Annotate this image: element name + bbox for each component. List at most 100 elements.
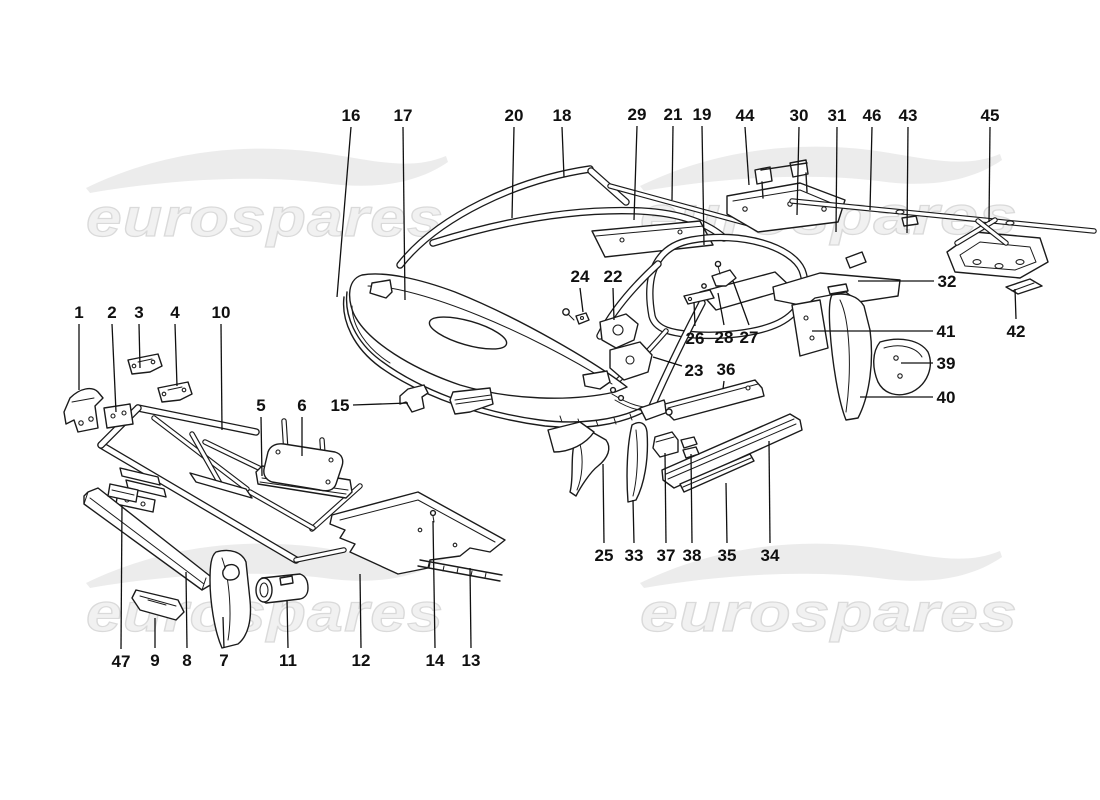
part-number-33: 33 [625,546,644,565]
leader-line-11 [286,599,289,649]
leader-line-31 [835,126,838,233]
part-number-24: 24 [571,267,590,286]
leader-line-42 [1014,288,1017,320]
leader-line-25 [602,463,605,544]
part-number-3: 3 [134,303,143,322]
part-number-43: 43 [899,106,918,125]
part-number-10: 10 [212,303,231,322]
leader-line-7 [222,616,225,649]
roof-frame-drawing [400,169,760,265]
part-number-42: 42 [1007,322,1026,341]
part-number-6: 6 [297,396,306,415]
leader-line-33 [632,499,635,544]
part-number-12: 12 [352,651,371,670]
leader-line-2 [111,323,117,413]
part-number-19: 19 [693,105,712,124]
body-frame-artwork [63,159,1094,649]
leader-line-21 [671,125,674,201]
leader-line-8 [185,571,188,649]
wedge-42-drawing [1005,278,1043,295]
part-number-18: 18 [553,106,572,125]
part-number-36: 36 [717,360,736,379]
leader-line-22 [612,287,615,321]
part-number-30: 30 [790,106,809,125]
part-number-16: 16 [342,106,361,125]
part-number-21: 21 [664,105,683,124]
part-number-4: 4 [170,303,180,322]
part-number-13: 13 [462,651,481,670]
watermark-swoosh [86,148,448,193]
part-number-28: 28 [715,328,734,347]
leader-line-14 [432,520,436,649]
leader-line-23 [652,356,683,367]
leader-line-26 [693,301,696,327]
part-number-45: 45 [981,106,1000,125]
part-number-2: 2 [107,303,116,322]
leader-line-3 [138,323,141,369]
leader-line-24 [579,287,584,313]
part-number-22: 22 [604,267,623,286]
leader-line-16 [336,126,352,298]
watermark-text: eurospares [640,583,1018,643]
part-number-32: 32 [938,272,957,291]
part-number-25: 25 [595,546,614,565]
part-number-14: 14 [426,651,445,670]
leader-line-46 [869,126,873,211]
watermark-swoosh [640,146,1002,191]
part-number-5: 5 [256,396,265,415]
leader-line-12 [359,573,362,649]
chassis-frame-drawing [63,353,360,560]
watermark-bottom-right: eurospares [639,543,1018,644]
part-number-38: 38 [683,546,702,565]
leader-line-45 [988,126,991,223]
part-number-7: 7 [219,651,228,670]
leader-line-20 [511,126,515,219]
side-rail-drawing [792,201,1094,231]
part-number-27: 27 [740,328,759,347]
leader-line-47 [120,504,123,650]
leader-line-5 [260,416,263,477]
arch-and-tube-drawing [209,549,309,649]
leader-line-44 [744,126,750,186]
leader-line-15 [352,402,409,406]
part-number-41: 41 [937,322,956,341]
part-number-37: 37 [657,546,676,565]
bracket-45-drawing [946,217,1049,279]
small-fittings-drawing [683,260,737,305]
part-number-11: 11 [279,651,297,670]
part-number-39: 39 [937,354,956,373]
mount-plate-drawing [255,418,353,499]
part-number-20: 20 [505,106,524,125]
leader-line-28 [717,292,725,326]
leader-line-30 [796,126,800,216]
leader-line-38 [690,453,693,544]
part-number-1: 1 [74,303,83,322]
right-panels-drawing [791,293,931,421]
part-number-17: 17 [394,106,413,125]
part-number-35: 35 [718,546,737,565]
leader-line-17 [402,126,406,301]
front-panel-drawing [342,273,653,428]
part-number-34: 34 [761,546,780,565]
leader-line-10 [220,323,223,431]
leader-line-29 [633,125,638,221]
leader-line-36 [722,380,725,390]
leader-line-4 [174,323,178,387]
part-number-26: 26 [686,329,705,348]
leader-line-19 [701,125,705,246]
rear-platform-drawing [726,159,867,269]
part-number-9: 9 [150,651,159,670]
part-number-15: 15 [331,396,350,415]
part-number-47: 47 [112,652,131,671]
floor-panel-drawing [329,491,506,582]
part-number-8: 8 [182,651,191,670]
part-number-31: 31 [828,106,847,125]
leader-line-34 [768,440,771,544]
part-number-46: 46 [863,106,882,125]
bottom-middle-parts-drawing [547,379,803,503]
watermark-top-left: eurospares [85,148,448,249]
sill-drawing [83,483,213,621]
part-number-29: 29 [628,105,647,124]
